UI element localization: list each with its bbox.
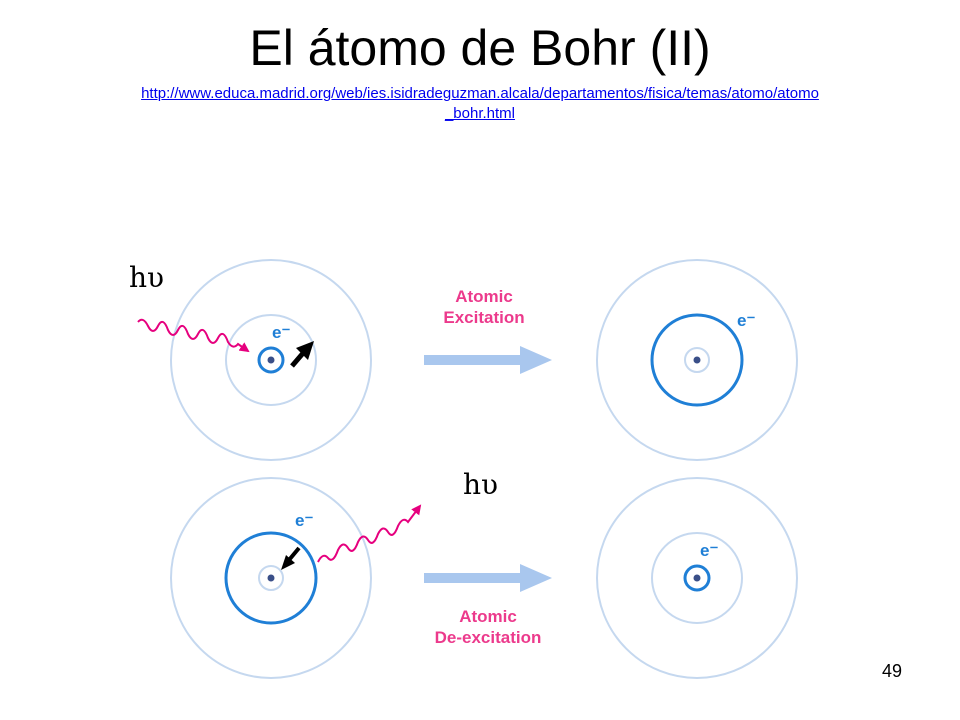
process-excitation: Atomic Excitation — [424, 287, 552, 374]
nucleus — [693, 574, 701, 582]
process-label-line-2: Excitation — [443, 308, 524, 327]
nucleus — [267, 574, 275, 582]
process-label-line-2: De-excitation — [435, 628, 542, 647]
electron-label: e⁻ — [737, 311, 755, 330]
process-arrow — [424, 564, 552, 592]
outer-orbit — [596, 259, 798, 461]
electron-label: e⁻ — [700, 541, 718, 560]
photon-energy-label-top: hυ — [129, 261, 165, 294]
atom-bottom-right: e⁻ — [596, 477, 798, 679]
middle-orbit — [651, 532, 743, 624]
atom-bottom-left: e⁻ — [170, 477, 422, 679]
outer-orbit — [596, 477, 798, 679]
process-arrow — [424, 346, 552, 374]
slide-title: El átomo de Bohr (II) — [249, 20, 711, 76]
process-label-line-1: Atomic — [459, 607, 517, 626]
electron-label: e⁻ — [295, 511, 313, 530]
source-link-line-2[interactable]: _bohr.html — [444, 105, 516, 122]
middle-orbit-active — [650, 313, 744, 407]
outer-orbit — [170, 477, 372, 679]
photon-energy-label-bottom: hυ — [463, 468, 499, 501]
inner-orbit-active — [683, 564, 711, 592]
atom-top-left: e⁻ — [137, 259, 372, 461]
middle-orbit-active — [224, 531, 318, 625]
de-excitation-arrow — [281, 546, 301, 570]
excitation-arrow — [290, 341, 314, 368]
electron-label: e⁻ — [272, 323, 290, 342]
nucleus — [693, 356, 701, 364]
photon-wave-in — [137, 318, 250, 353]
inner-orbit-active — [257, 346, 285, 374]
outer-orbit — [170, 259, 372, 461]
inner-orbit — [258, 565, 284, 591]
middle-orbit — [225, 314, 317, 406]
process-label-line-1: Atomic — [455, 287, 513, 306]
process-de-excitation: Atomic De-excitation — [424, 564, 552, 647]
atom-top-right: e⁻ — [596, 259, 798, 461]
source-link-line-1[interactable]: http://www.educa.madrid.org/web/ies.isid… — [141, 85, 819, 102]
nucleus — [267, 356, 275, 364]
source-link[interactable]: http://www.educa.madrid.org/web/ies.isid… — [40, 84, 920, 124]
inner-orbit — [684, 347, 710, 373]
photon-wave-out — [317, 504, 422, 563]
page-number: 49 — [881, 661, 902, 681]
